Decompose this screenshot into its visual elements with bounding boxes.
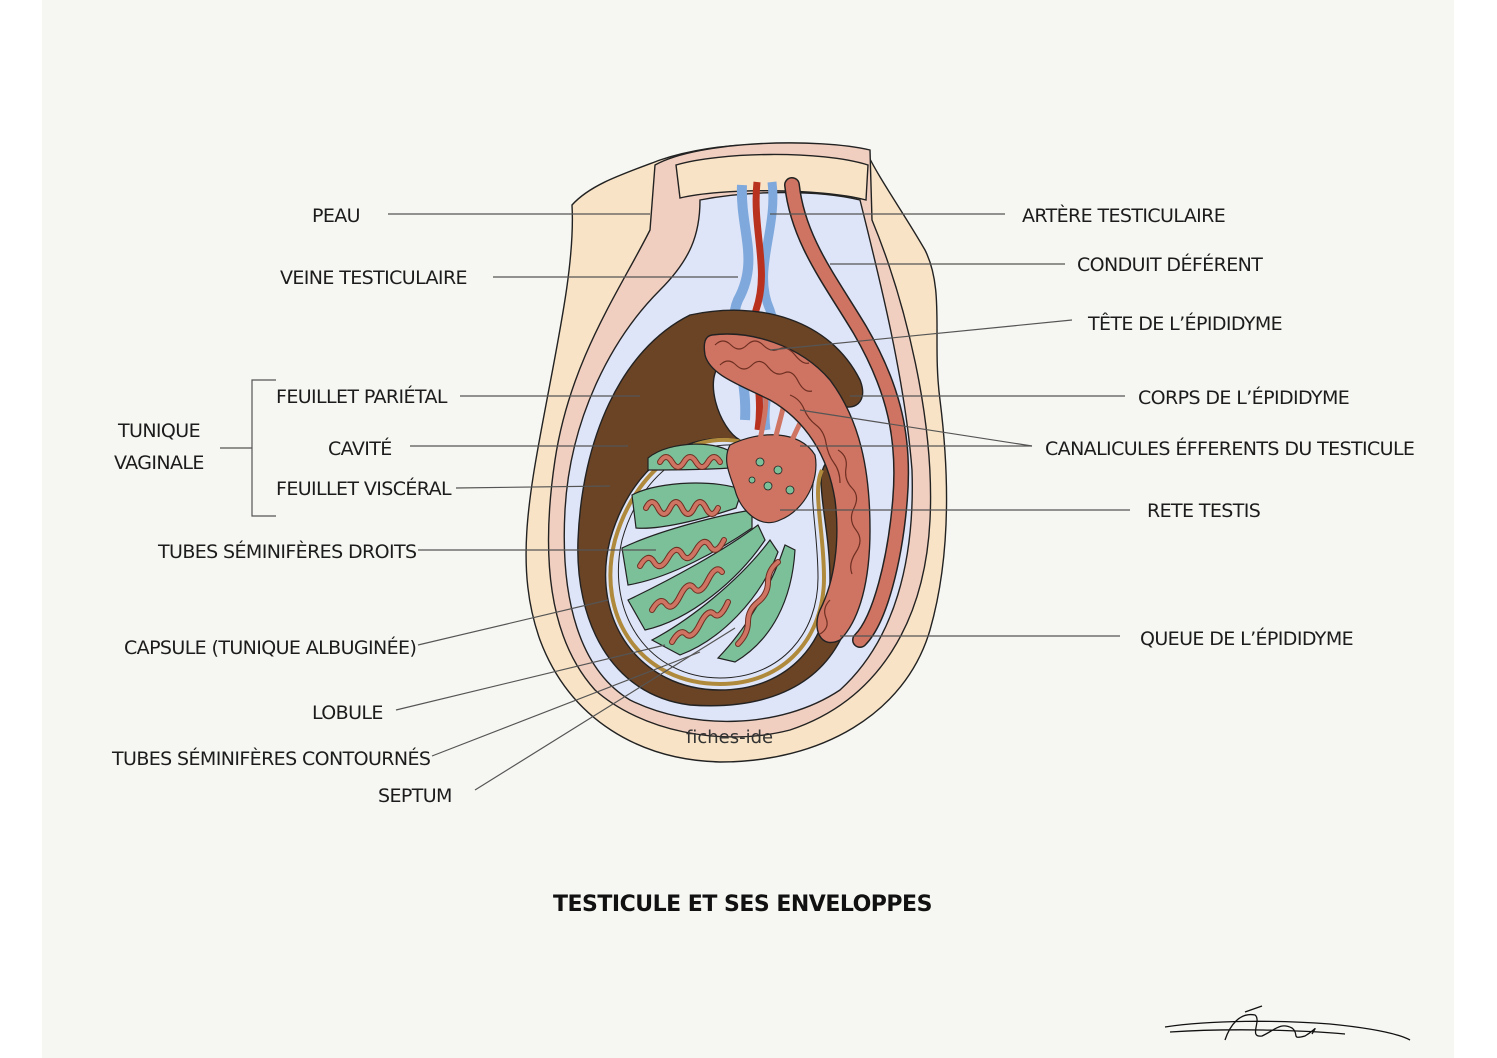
rete-holes [748,457,795,495]
label-tunique-vaginale-1: TUNIQUE [117,420,200,442]
lobule-5 [650,538,779,656]
label-tete-epididyme: TÊTE DE L’ÉPIDIDYME [1087,312,1282,335]
label-corps-epididyme: CORPS DE L’ÉPIDIDYME [1138,386,1349,409]
leader-lines [220,213,1130,791]
rete-testis [726,434,817,524]
label-artere-testiculaire: ARTÈRE TESTICULAIRE [1022,204,1225,227]
spermatic-cord-top [675,153,869,201]
seminiferous-tubules-fill [638,455,780,646]
lobule-2 [631,482,743,529]
capsule-outline [608,437,827,687]
label-tunique-vaginale-2: VAGINALE [114,452,204,474]
label-tubes-seminiferes-contournes: TUBES SÉMINIFÈRES CONTOURNÉS [111,747,430,770]
watermark: fiches-ide [686,727,773,748]
label-rete-testis: RETE TESTIS [1147,500,1260,522]
epididymis [703,333,871,644]
vas-deferens-fill [785,178,908,647]
label-veine-testiculaire: VEINE TESTICULAIRE [280,267,467,289]
lobule-6 [716,544,796,663]
label-feuillet-parietal: FEUILLET PARIÉTAL [276,385,448,408]
label-conduit-deferent: CONDUIT DÉFÉRENT [1077,253,1263,276]
label-tubes-seminiferes-droits: TUBES SÉMINIFÈRES DROITS [157,540,416,563]
epididymis-coils [714,340,861,635]
label-canalicules-efferents: CANALICULES ÉFFERENTS DU TESTICULE [1045,437,1414,460]
label-septum: SEPTUM [378,785,452,807]
label-capsule: CAPSULE (TUNIQUE ALBUGINÉE) [124,636,416,659]
label-queue-epididyme: QUEUE DE L’ÉPIDIDYME [1140,627,1353,650]
artist-signature [1164,1005,1411,1041]
label-cavite: CAVITÉ [328,437,392,460]
label-feuillet-visceral: FEUILLET VISCÉRAL [276,477,452,500]
label-lobule: LOBULE [312,702,383,724]
diagram-title: TESTICULE ET SES ENVELOPPES [553,892,932,917]
label-peau: PEAU [312,205,360,227]
